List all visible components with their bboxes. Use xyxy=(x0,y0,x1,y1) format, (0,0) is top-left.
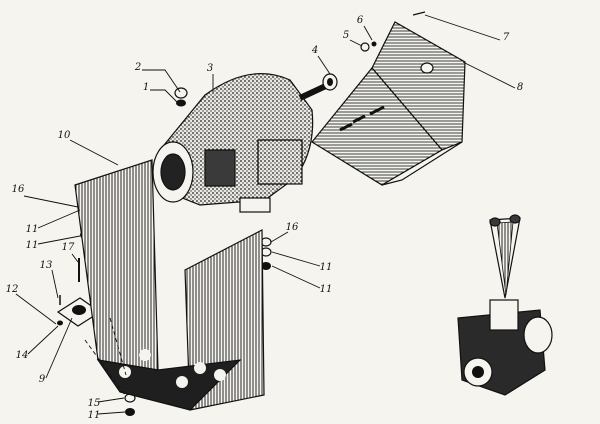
leader-line xyxy=(97,397,125,403)
leader-line xyxy=(150,89,179,104)
callout-number-3: 3 xyxy=(207,63,213,74)
assembled-inset-view xyxy=(457,214,553,396)
callout-number-9: 9 xyxy=(39,374,46,385)
leader-line xyxy=(363,25,373,41)
leader-line xyxy=(317,55,331,75)
callout-number-2: 2 xyxy=(134,62,141,73)
leader-line xyxy=(270,231,289,243)
leader-line xyxy=(271,251,321,267)
callout-number-5: 5 xyxy=(343,30,349,41)
callout-number-10: 10 xyxy=(58,130,71,141)
callout-number-1: 1 xyxy=(143,82,149,93)
leader-line xyxy=(69,139,119,166)
leader-line xyxy=(37,235,81,245)
leader-line xyxy=(27,325,59,355)
mounting-frame xyxy=(74,159,265,411)
callout-number-14: 14 xyxy=(16,350,29,361)
leader-line xyxy=(142,69,181,93)
leader-line xyxy=(97,411,126,415)
motor-bracket xyxy=(311,21,466,186)
callout-number-11: 11 xyxy=(26,224,39,235)
callout-number-11: 11 xyxy=(320,284,333,295)
callout-number-8: 8 xyxy=(517,82,523,93)
leader-line xyxy=(271,265,321,289)
callout-number-4: 4 xyxy=(311,45,318,56)
leader-line xyxy=(51,269,59,299)
callout-number-13: 13 xyxy=(40,260,53,271)
leader-line xyxy=(71,253,79,263)
callout-number-12: 12 xyxy=(6,284,19,295)
callout-number-17: 17 xyxy=(62,242,75,253)
leader-line xyxy=(349,39,363,47)
callout-number-6: 6 xyxy=(357,15,364,26)
leader-line xyxy=(45,317,73,379)
callout-number-15: 15 xyxy=(88,398,101,409)
callout-number-16: 16 xyxy=(12,184,25,195)
callout-number-7: 7 xyxy=(503,32,510,43)
leader-line xyxy=(23,195,79,208)
leader-line xyxy=(424,14,501,41)
leader-line xyxy=(462,61,516,89)
motor-body xyxy=(152,73,332,213)
callout-number-11: 11 xyxy=(320,262,333,273)
shaft-bushing xyxy=(322,73,338,91)
callout-number-11: 11 xyxy=(88,410,101,421)
leader-line xyxy=(37,209,81,229)
callout-number-11: 11 xyxy=(26,240,39,251)
leader-line xyxy=(15,293,57,325)
callout-number-16: 16 xyxy=(286,222,299,233)
